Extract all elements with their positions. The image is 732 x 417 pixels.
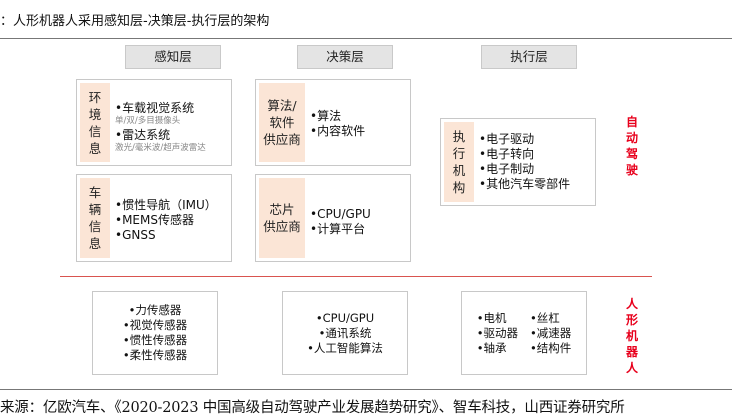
section-divider [60,276,652,277]
list-item: •电子驱动 [479,132,535,146]
list-item: •柔性传感器 [122,348,188,362]
humanoid-robot-tag: 人形机器人 [625,297,638,375]
top-divider [0,38,732,39]
software-supplier-panel: 算法/ 软件 供应商 •算法 •内容软件 [255,79,411,166]
vehicle-info-items: •惯性导航（IMU） •MEMS传感器 •GNSS [115,198,217,243]
list-item: •力传感器 [128,303,182,317]
actuator-panel: 执行机构 •电子驱动 •电子转向 •电子制动 •其他汽车零部件 [440,118,596,206]
list-item: •通讯系统 [318,325,372,340]
list-item: •视觉传感器 [122,318,188,332]
chip-supplier-panel: 芯片 供应商 •CPU/GPU •计算平台 [255,174,411,262]
vehicle-info-panel: 车辆信息 •惯性导航（IMU） •MEMS传感器 •GNSS [76,174,232,262]
list-item: •GNSS [115,228,156,242]
list-item: •CPU/GPU [310,207,371,221]
env-info-panel: 环境信息 •车载视觉系统 单/双/多目摄像头 •雷达系统 激光/毫米波/超声波雷… [76,79,232,166]
vehicle-info-label: 车辆信息 [80,178,110,258]
list-item-sub: 激光/毫米波/超声波雷达 [115,143,206,153]
list-item: •电子制动 [479,162,535,176]
list-item: •CPU/GPU [315,310,375,325]
list-item: •电子转向 [479,147,535,161]
list-item: •计算平台 [310,222,366,236]
actuator-label: 执行机构 [444,122,474,202]
humanoid-perception-panel: •力传感器 •视觉传感器 •惯性传感器 •柔性传感器 [92,291,218,375]
env-info-label: 环境信息 [80,83,110,162]
list-item: •雷达系统 [115,128,171,142]
list-item: •惯性传感器 [122,333,188,347]
autonomous-driving-tag: 自动驾驶 [625,115,638,177]
layer-tag-decision: 决策层 [297,45,393,69]
list-item: •MEMS传感器 [115,213,194,227]
list-item: •惯性导航（IMU） [115,198,217,212]
list-item: •车载视觉系统 [115,101,195,115]
list-item: •结构件 [530,340,572,355]
software-supplier-items: •算法 •内容软件 [310,109,365,139]
source-note: 来源：亿欧汽车、《2020-2023 中国高级自动驾驶产业发展趋势研究》、智车科… [0,400,625,416]
list-item: •驱动器 [476,325,518,340]
humanoid-decision-panel: •CPU/GPU •通讯系统 •人工智能算法 [282,291,408,375]
humanoid-execution-grid: •电机 •丝杠 •驱动器 •减速器 •轴承 •结构件 [477,311,572,356]
humanoid-execution-panel: •电机 •丝杠 •驱动器 •减速器 •轴承 •结构件 [461,291,587,375]
list-item-sub: 单/双/多目摄像头 [115,116,181,126]
list-item: •其他汽车零部件 [479,177,571,191]
chip-supplier-label: 芯片 供应商 [259,178,305,258]
list-item: •内容软件 [310,124,366,138]
list-item: •人工智能算法 [307,340,383,355]
list-item: •电机 [476,310,507,325]
bottom-divider [0,389,732,390]
page-title: ：人形机器人采用感知层-决策层-执行层的架构 [0,14,270,29]
software-supplier-label: 算法/ 软件 供应商 [259,83,305,162]
env-info-items: •车载视觉系统 单/双/多目摄像头 •雷达系统 激光/毫米波/超声波雷达 [115,101,206,155]
layer-tag-perception: 感知层 [125,45,221,69]
layer-tag-execution: 执行层 [481,45,577,69]
chip-supplier-items: •CPU/GPU •计算平台 [310,207,371,237]
list-item: •丝杠 [530,310,560,325]
list-item: •算法 [310,109,342,123]
actuator-items: •电子驱动 •电子转向 •电子制动 •其他汽车零部件 [479,132,570,192]
list-item: •减速器 [530,325,572,340]
list-item: •轴承 [476,340,507,355]
